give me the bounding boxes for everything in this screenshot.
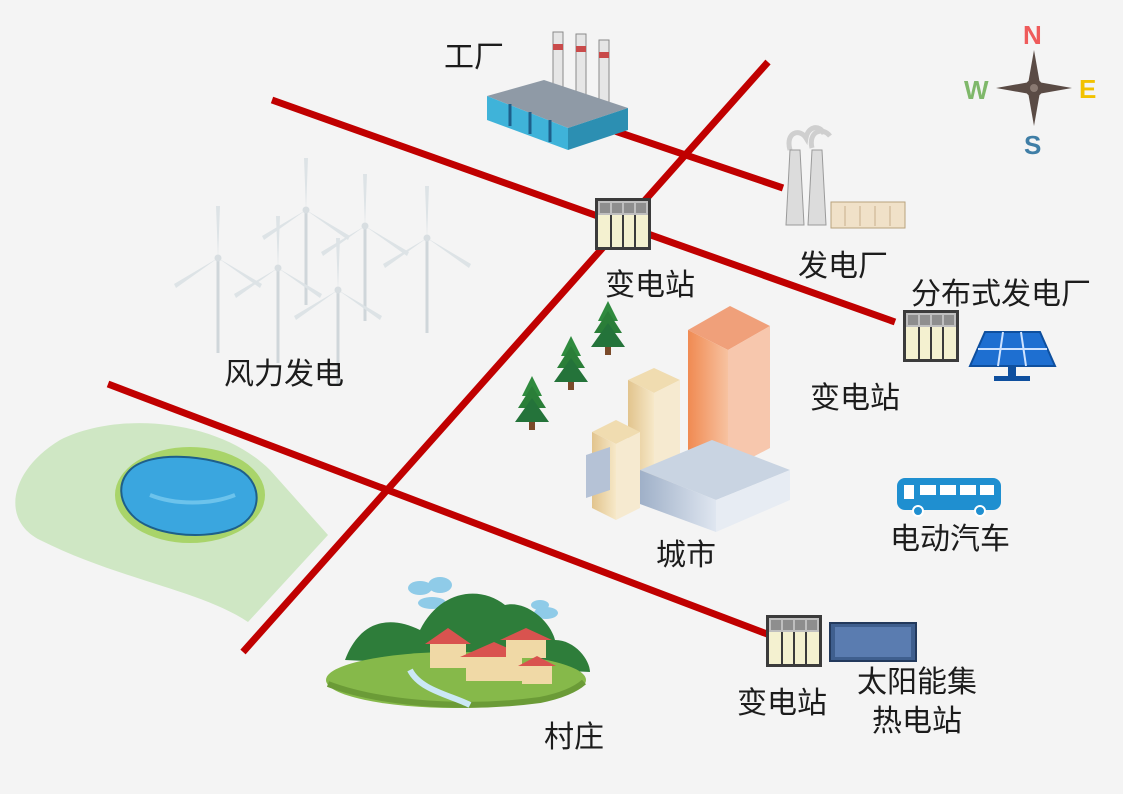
compass-icon [996, 50, 1072, 126]
substation-icon-right [902, 309, 960, 363]
factory-label: 工厂 [444, 40, 504, 75]
wind-turbines-icon [172, 156, 473, 387]
solar-panel-icon [968, 331, 1057, 381]
compass-west-label: W [964, 75, 989, 105]
factory-icon [487, 31, 628, 150]
distributed-plant-label: 分布式发电厂 [911, 277, 1091, 312]
city-label: 城市 [656, 538, 716, 573]
solar-thermal-panel-icon [829, 622, 917, 662]
substation-icon-bottom [765, 614, 823, 668]
solar-thermal-label-line1: 太阳能集 [857, 665, 977, 700]
trees-icon [515, 301, 625, 430]
city-buildings-icon [586, 306, 790, 532]
compass-north-label: N [1023, 20, 1042, 50]
park-lake-illustration [15, 423, 329, 622]
power-lines [106, 59, 897, 655]
substation-top-label: 变电站 [605, 268, 695, 303]
wind-power-label: 风力发电 [224, 357, 344, 392]
village-illustration [326, 577, 590, 708]
power-plant-label: 发电厂 [798, 249, 888, 284]
substation-bottom-label: 变电站 [737, 686, 827, 721]
power-plant-icon [785, 125, 906, 229]
electric-vehicle-label: 电动汽车 [890, 522, 1010, 557]
solar-thermal-label-line2: 热电站 [872, 704, 962, 739]
substation-icon-top [594, 197, 652, 251]
compass-east-label: E [1079, 74, 1097, 104]
village-label: 村庄 [544, 720, 604, 755]
compass-south-label: S [1024, 130, 1042, 160]
electric-bus-icon [897, 478, 1001, 517]
substation-right-label: 变电站 [810, 381, 900, 416]
